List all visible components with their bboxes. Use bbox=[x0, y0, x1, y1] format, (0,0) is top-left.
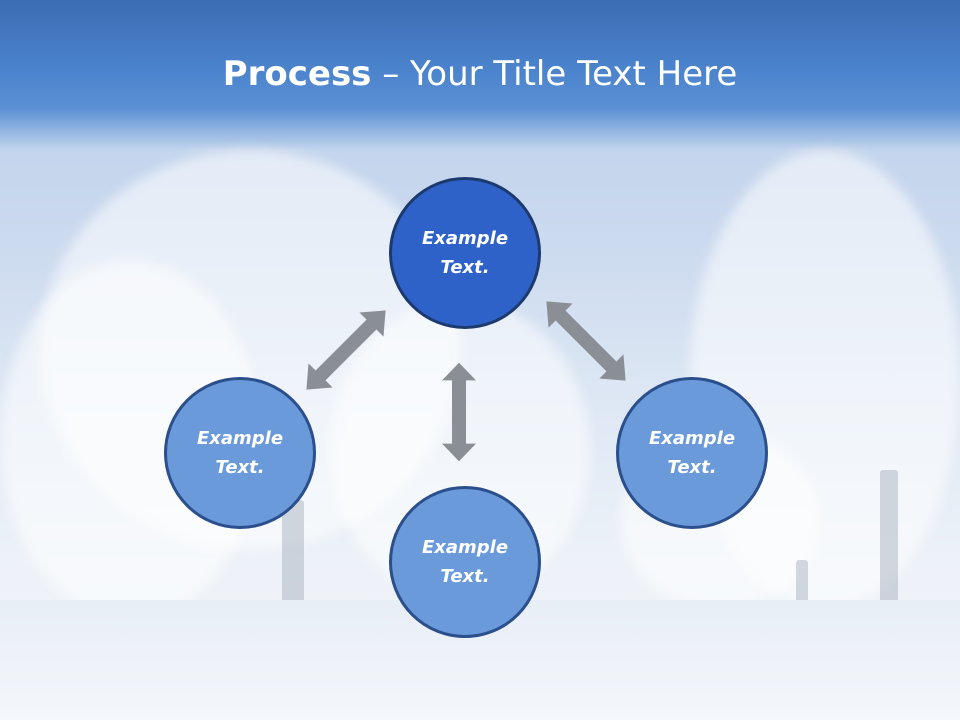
process-node-right[interactable]: Example Text. bbox=[616, 377, 768, 529]
process-node-bottom[interactable]: Example Text. bbox=[389, 486, 541, 638]
title-bold: Process bbox=[222, 54, 372, 94]
double-arrow-icon bbox=[534, 289, 638, 393]
slide-title: Process – Your Title Text Here bbox=[0, 52, 960, 96]
double-arrow-icon bbox=[442, 362, 476, 462]
node-label: Example Text. bbox=[421, 537, 509, 587]
node-label: Example Text. bbox=[196, 428, 284, 478]
process-node-left[interactable]: Example Text. bbox=[164, 377, 316, 529]
title-band bbox=[0, 0, 960, 150]
process-node-top[interactable]: Example Text. bbox=[389, 177, 541, 329]
double-arrow-icon bbox=[294, 298, 398, 402]
node-label: Example Text. bbox=[648, 428, 736, 478]
node-label: Example Text. bbox=[421, 228, 509, 278]
title-rest: – Your Title Text Here bbox=[371, 54, 738, 94]
trunk bbox=[880, 470, 898, 640]
